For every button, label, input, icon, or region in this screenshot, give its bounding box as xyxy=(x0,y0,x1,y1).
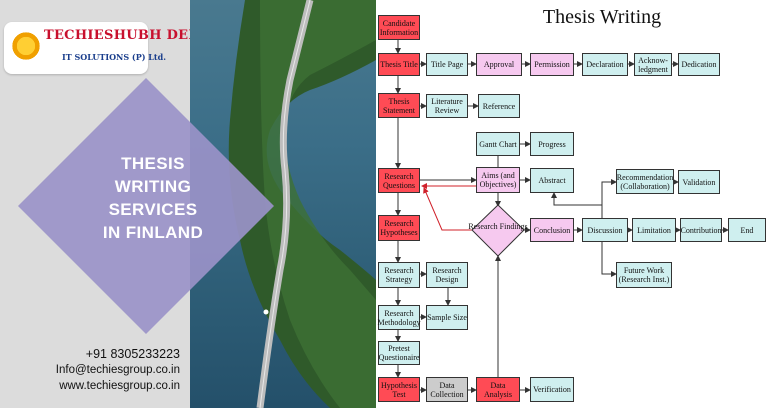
node-verification[interactable]: Verification xyxy=(530,377,574,402)
node-research-findings: Research Findings xyxy=(468,222,528,231)
logo-emblem-icon xyxy=(10,30,42,62)
flowchart-title: Thesis Writing xyxy=(542,6,662,28)
node-end[interactable]: End xyxy=(728,218,766,242)
company-logo[interactable]: TECHIESHUBH DEEP IT SOLUTIONS (P) Ltd. xyxy=(4,22,208,74)
node-discussion[interactable]: Discussion xyxy=(582,218,628,242)
thesis-flowchart: Thesis Writing xyxy=(376,0,768,408)
node-gantt-chart[interactable]: Gantt Chart xyxy=(476,132,520,156)
node-pretest-questionaire[interactable]: Pretest Questionaire xyxy=(378,341,420,365)
node-acknowledgment[interactable]: Acknow-ledgment xyxy=(634,53,672,76)
promo-line-1: THESIS xyxy=(121,154,185,173)
node-thesis-statement[interactable]: Thesis Statement xyxy=(378,93,420,118)
research-findings-diamond[interactable] xyxy=(471,204,525,257)
node-sample-size[interactable]: Sample Size xyxy=(426,305,468,330)
promo-heading: THESIS WRITING SERVICES IN FINLAND xyxy=(78,152,228,244)
node-literature-review[interactable]: Literature Review xyxy=(426,94,468,118)
node-research-hypotheses[interactable]: Research Hypotheses xyxy=(378,215,420,241)
node-limitation[interactable]: Limitation xyxy=(632,218,676,242)
node-research-questions[interactable]: Research Questions xyxy=(378,168,420,193)
node-research-design[interactable]: Research Design xyxy=(426,262,468,288)
logo-subtitle: IT SOLUTIONS (P) Ltd. xyxy=(62,52,166,62)
node-dedication[interactable]: Dedication xyxy=(678,53,720,76)
node-approval[interactable]: Approval xyxy=(476,53,522,76)
promo-line-2: WRITING xyxy=(114,177,192,196)
node-validation[interactable]: Validation xyxy=(678,170,720,194)
node-research-methodology[interactable]: Research Methodology xyxy=(377,305,421,330)
node-recommendation[interactable]: Recommendation (Collaboration) xyxy=(616,169,674,194)
node-abstract[interactable]: Abstract xyxy=(530,168,574,193)
node-future-work[interactable]: Future Work (Research Inst.) xyxy=(616,262,672,288)
contact-email[interactable]: Info@techiesgroup.co.in xyxy=(55,364,180,376)
node-data-analysis[interactable]: Data Analysis xyxy=(476,377,520,402)
node-progress[interactable]: Progress xyxy=(530,132,574,156)
node-title-page[interactable]: Title Page xyxy=(426,53,468,76)
road-forest-illustration xyxy=(228,0,376,408)
node-conclusion[interactable]: Conclusion xyxy=(530,218,574,242)
node-reference[interactable]: Reference xyxy=(478,94,520,118)
contact-block: +91 8305233223 Info@techiesgroup.co.in w… xyxy=(8,346,180,394)
node-aims-objectives[interactable]: Aims (and Objectives) xyxy=(476,167,520,193)
node-thesis-title[interactable]: Thesis Title xyxy=(378,53,420,76)
node-hypothesis-test[interactable]: Hypothesis Test xyxy=(378,377,420,402)
node-contribution[interactable]: Contribution xyxy=(680,218,722,242)
flowchart-connectors xyxy=(395,40,729,393)
node-declaration[interactable]: Declaration xyxy=(582,53,628,76)
node-candidate-information[interactable]: Candidate Information xyxy=(378,15,420,40)
promo-line-3: SERVICES xyxy=(108,200,198,219)
node-data-collection[interactable]: Data Collection xyxy=(426,377,468,402)
node-permission[interactable]: Permission xyxy=(530,53,574,76)
contact-phone[interactable]: +91 8305233223 xyxy=(85,347,180,361)
logo-name: TECHIESHUBH DEEP xyxy=(44,28,209,43)
promo-line-4: IN FINLAND xyxy=(102,223,204,242)
node-research-strategy[interactable]: Research Strategy xyxy=(378,262,420,288)
contact-website[interactable]: www.techiesgroup.co.in xyxy=(59,380,180,392)
promo-diamond xyxy=(18,78,274,334)
